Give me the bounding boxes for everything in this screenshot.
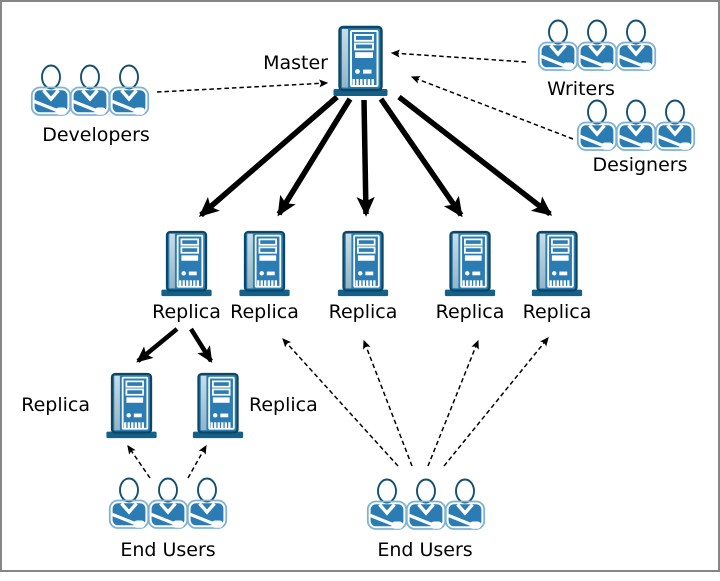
replica-server-icon [530, 230, 584, 298]
end-users-label: End Users [377, 539, 472, 561]
master-label: Master [263, 52, 328, 74]
replica-server-icon [105, 372, 158, 440]
replica-label: Replica [21, 394, 90, 416]
master-server-icon [332, 25, 389, 98]
edge-master-to-replica-2 [276, 97, 353, 217]
replica-server-icon [191, 372, 245, 440]
replica-label: Replica [152, 301, 221, 323]
writers-group: Writers [539, 21, 655, 100]
edge-end-users-center-to-replica-5 [443, 337, 549, 467]
replica-label: Replica [329, 301, 398, 323]
edge-end-users-left-to-sub-replica-2 [187, 444, 207, 479]
replica-server-icon [443, 230, 497, 298]
end-users-label: End Users [120, 539, 215, 561]
replica-label: Replica [230, 301, 299, 323]
replica-mid-4-node: Replica [436, 230, 505, 323]
edge-master-to-replica-3 [356, 99, 375, 217]
replica-mid-1-node: Replica [152, 230, 221, 323]
end-users-center-group: End Users [368, 480, 484, 561]
replica-label: Replica [249, 394, 318, 416]
edge-master-to-replica-1 [198, 94, 339, 218]
end-users-left-group: End Users [110, 479, 226, 561]
edge-replica-1-to-sub-replica-1 [136, 327, 179, 363]
edge-end-users-left-to-sub-replica-1 [127, 444, 151, 479]
developers-label: Developers [42, 124, 150, 146]
replica-server-icon [160, 230, 213, 298]
edge-master-to-replica-4 [378, 97, 464, 218]
designers-label: Designers [593, 154, 688, 176]
replica-label: Replica [523, 301, 592, 323]
replica-mid-2-node: Replica [230, 230, 299, 323]
edge-developers-to-master [156, 79, 329, 93]
replica-server-icon [238, 230, 291, 298]
replica-sub-2-node: Replica [191, 372, 318, 440]
writers-label: Writers [547, 78, 615, 100]
replica-server-icon [336, 230, 390, 298]
replica-mid-5-node: Replica [523, 230, 592, 323]
designers-group: Designers [578, 101, 694, 176]
edge-replica-1-to-sub-replica-2 [189, 327, 213, 363]
replica-mid-3-node: Replica [329, 230, 398, 323]
developers-group: Developers [32, 66, 150, 146]
master-node: Master [263, 25, 389, 98]
replica-sub-1-node: Replica [21, 372, 158, 440]
edge-designers-to-master [410, 76, 574, 140]
replica-label: Replica [436, 301, 505, 323]
edge-master-to-replica-5 [397, 94, 553, 217]
edge-end-users-center-to-replica-2 [282, 338, 399, 467]
